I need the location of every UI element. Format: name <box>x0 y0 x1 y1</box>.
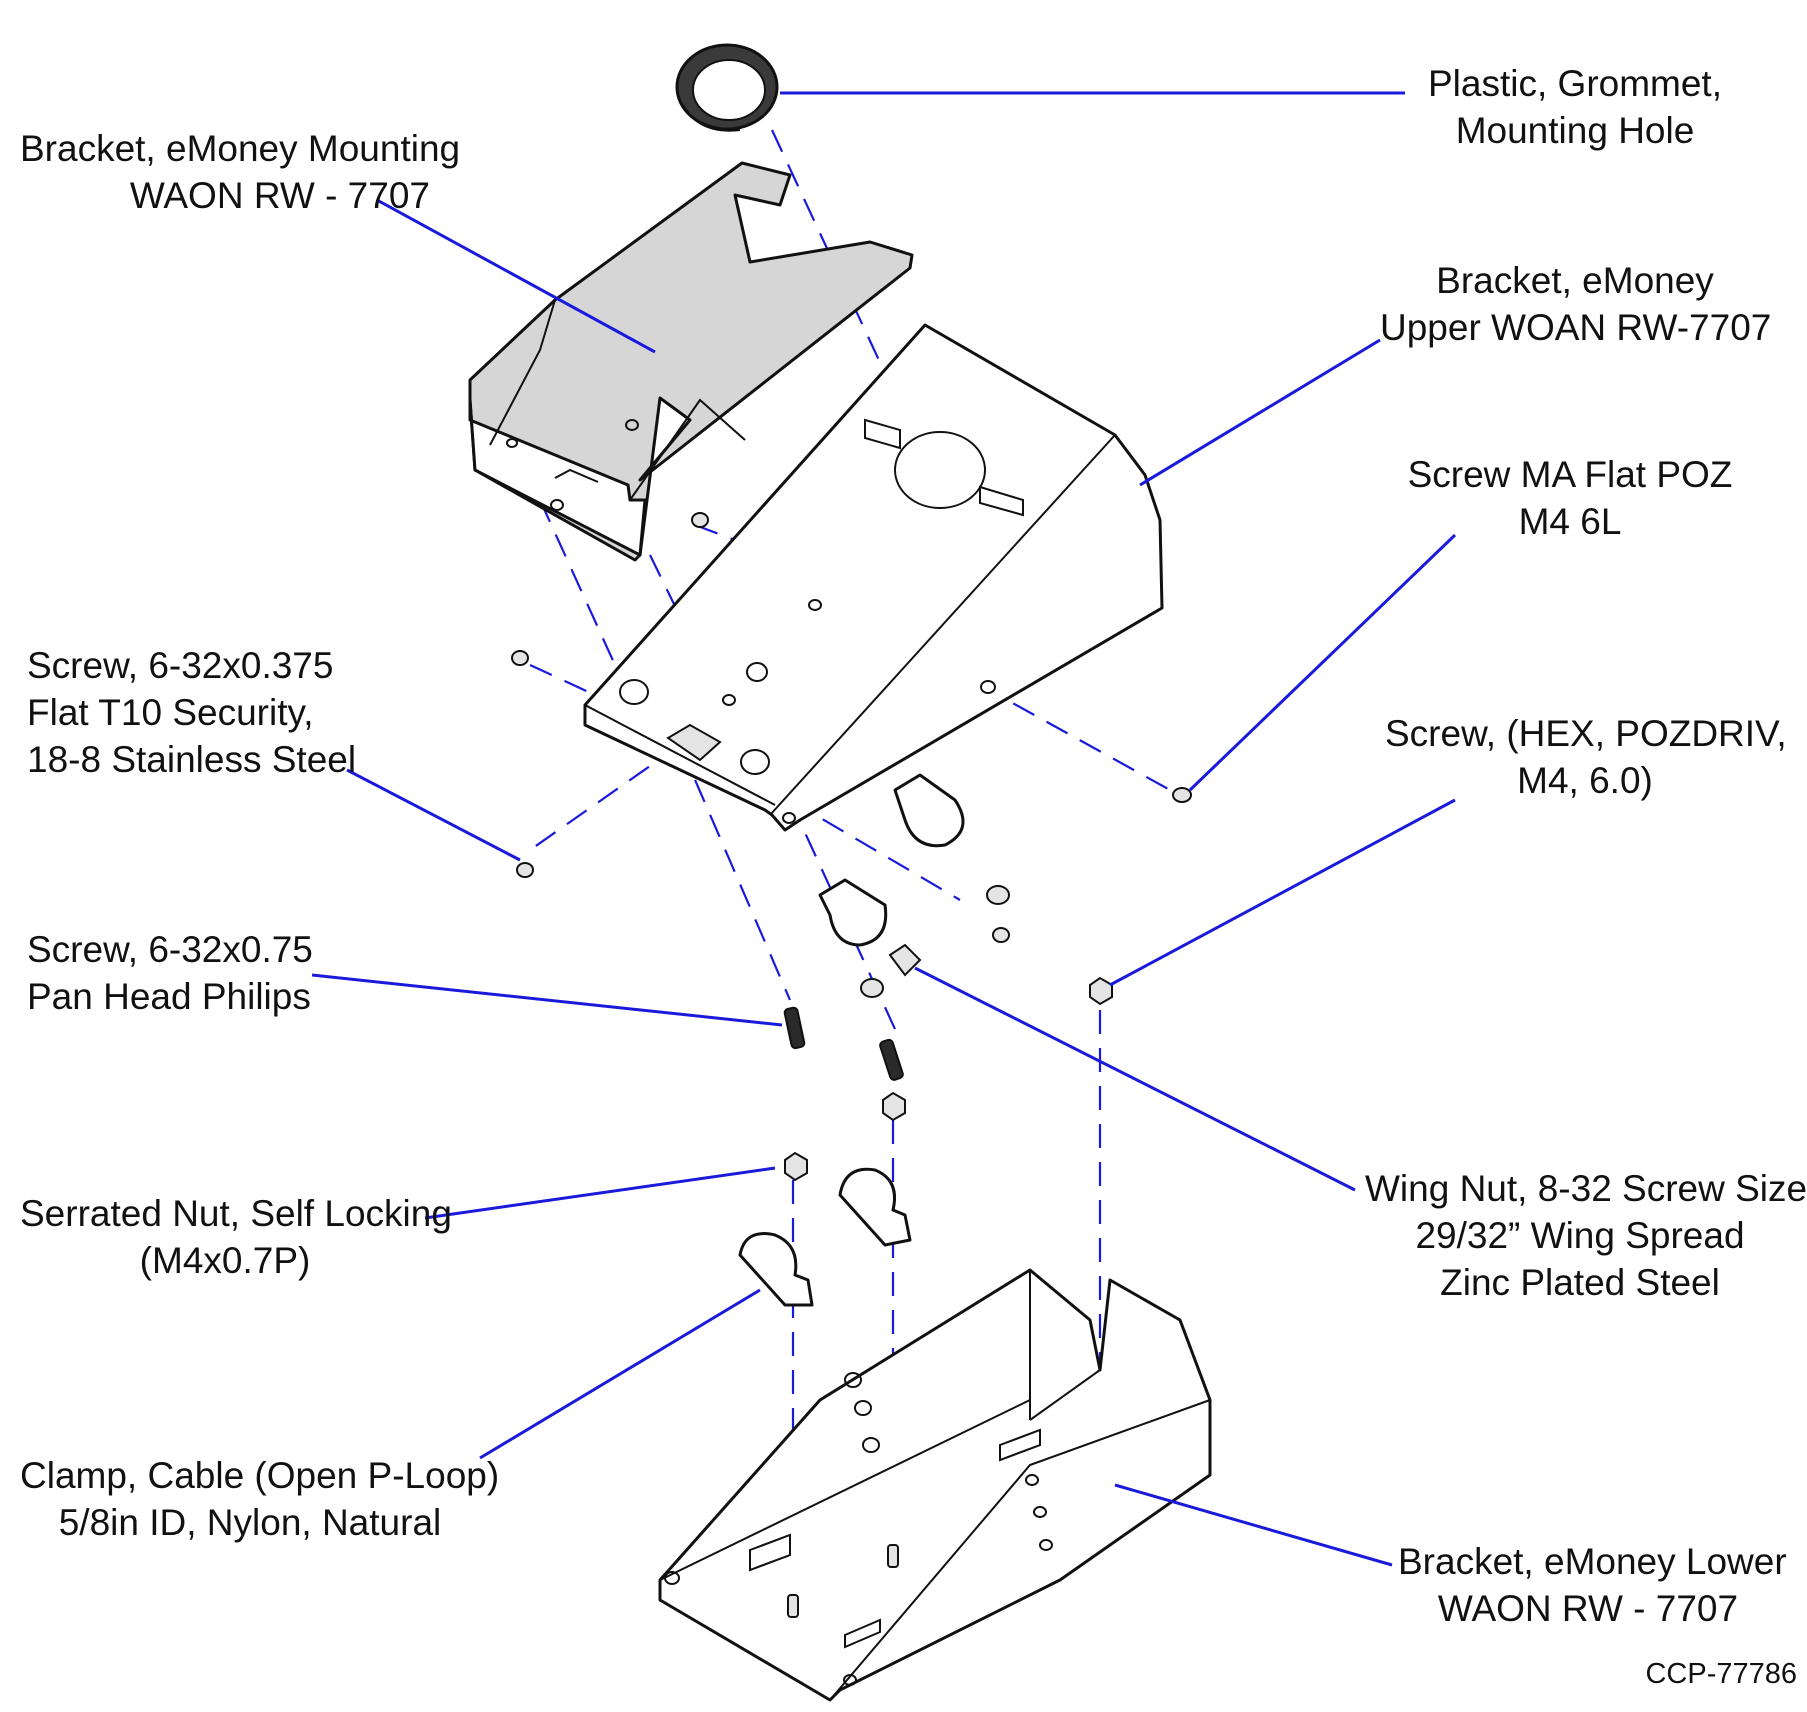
callout-screw-hex-line1: Screw, (HEX, POZDRIV, <box>1385 713 1787 754</box>
callout-wing-nut: Wing Nut, 8-32 Screw Size 29/32” Wing Sp… <box>1365 1165 1807 1306</box>
callout-screw-ma-flat-line1: Screw MA Flat POZ <box>1407 454 1733 495</box>
callout-lower-bracket-line1: Bracket, eMoney Lower <box>1398 1541 1787 1582</box>
callout-lower-bracket: Bracket, eMoney Lower WAON RW - 7707 <box>1398 1538 1787 1632</box>
callout-screw-ma-flat-line2: M4 6L <box>1518 501 1622 542</box>
callout-wing-nut-line1: Wing Nut, 8-32 Screw Size <box>1365 1168 1807 1209</box>
callout-grommet-line2: Mounting Hole <box>1455 110 1695 151</box>
callout-screw-632-075-line1: Screw, 6-32x0.75 <box>27 929 313 970</box>
cable-clamps <box>738 773 965 1307</box>
upper-bracket-part <box>583 323 1164 832</box>
callout-screw-632-0375-line2: Flat T10 Security, <box>27 692 314 733</box>
lower-bracket-part <box>658 1268 1212 1702</box>
callout-serrated-nut-line1: Serrated Nut, Self Locking <box>20 1193 452 1234</box>
callout-grommet-line1: Plastic, Grommet, <box>1428 63 1722 104</box>
callout-clamp-line2: 5/8in ID, Nylon, Natural <box>58 1502 442 1543</box>
callout-screw-632-0375: Screw, 6-32x0.375 Flat T10 Security, 18-… <box>27 642 367 783</box>
callout-grommet: Plastic, Grommet, Mounting Hole <box>1410 60 1740 154</box>
callout-screw-632-0375-line3: 18-8 Stainless Steel <box>27 739 357 780</box>
callout-screw-632-075-line2: Pan Head Philips <box>27 976 311 1017</box>
callout-upper-bracket-line1: Bracket, eMoney <box>1436 260 1714 301</box>
callout-mounting-bracket: Bracket, eMoney Mounting WAON RW - 7707 <box>20 125 461 219</box>
callout-serrated-nut: Serrated Nut, Self Locking (M4x0.7P) <box>20 1190 452 1284</box>
callout-wing-nut-line2: 29/32” Wing Spread <box>1415 1215 1745 1256</box>
callout-screw-632-0375-line1: Screw, 6-32x0.375 <box>27 645 334 686</box>
callout-upper-bracket-line2: Upper WOAN RW-7707 <box>1380 307 1772 348</box>
callout-wing-nut-line3: Zinc Plated Steel <box>1440 1262 1720 1303</box>
hardware-parts <box>511 512 1192 1182</box>
leader-lines <box>311 91 1457 1567</box>
callout-screw-632-075: Screw, 6-32x0.75 Pan Head Philips <box>27 926 317 1020</box>
grommet-part <box>675 43 779 132</box>
callout-upper-bracket: Bracket, eMoney Upper WOAN RW-7707 <box>1380 257 1772 351</box>
callout-screw-hex-line2: M4, 6.0) <box>1517 760 1653 801</box>
callout-clamp: Clamp, Cable (Open P-Loop) 5/8in ID, Nyl… <box>20 1452 500 1546</box>
callout-lower-bracket-line2: WAON RW - 7707 <box>1437 1588 1739 1629</box>
callout-mounting-bracket-line2: WAON RW - 7707 <box>129 175 430 216</box>
callout-screw-ma-flat: Screw MA Flat POZ M4 6L <box>1400 451 1740 545</box>
callout-clamp-line1: Clamp, Cable (Open P-Loop) <box>20 1455 500 1496</box>
mounting-bracket-part <box>468 161 914 562</box>
callout-serrated-nut-line2: (M4x0.7P) <box>139 1240 311 1281</box>
figure-id: CCP-77786 <box>1645 1658 1797 1690</box>
callout-screw-hex: Screw, (HEX, POZDRIV, M4, 6.0) <box>1385 710 1787 804</box>
callout-mounting-bracket-line1: Bracket, eMoney Mounting <box>20 128 461 169</box>
